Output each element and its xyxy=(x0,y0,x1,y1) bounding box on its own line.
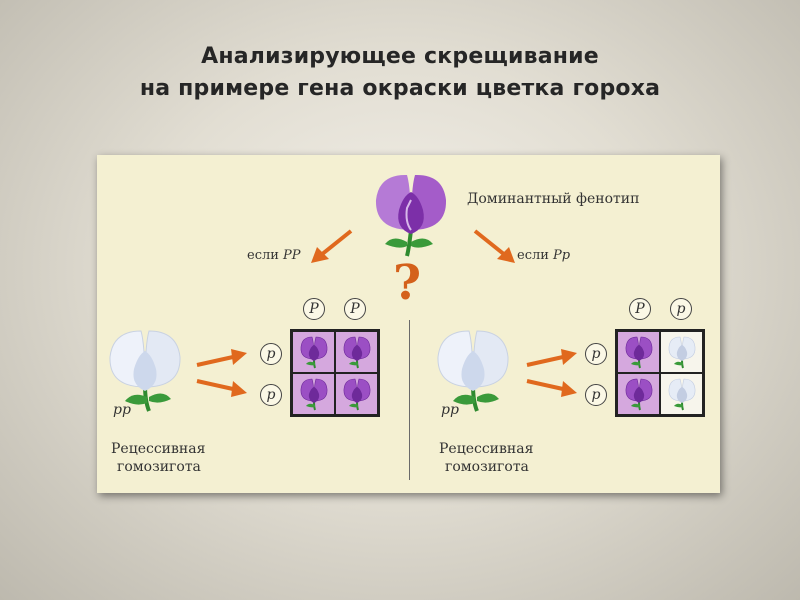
right-gamete-side-1: p xyxy=(585,343,607,365)
diagram-panel: Доминантный фенотип если PP если Pp ? pp… xyxy=(97,155,720,493)
purple-flower-icon xyxy=(343,336,370,369)
right-white-flower-icon xyxy=(437,330,509,412)
punnett-cell-purple xyxy=(617,373,660,415)
left-cross-arrow-1-icon xyxy=(196,349,247,367)
purple-flower-icon xyxy=(300,336,327,369)
question-mark: ? xyxy=(393,255,422,311)
left-parent-label-1: Рецессивная xyxy=(111,441,206,457)
title-line-2: на примере гена окраски цветка гороха xyxy=(139,76,661,101)
right-orange-arrow-icon xyxy=(473,229,515,263)
white-flower-icon xyxy=(668,378,695,411)
white-flower-icon xyxy=(668,336,695,369)
punnett-cell-white xyxy=(660,331,703,373)
left-gamete-side-2: p xyxy=(260,384,282,406)
purple-flower-icon xyxy=(625,378,652,411)
right-punnett-grid xyxy=(615,329,705,417)
purple-flower-icon xyxy=(343,378,370,411)
right-cross-arrow-2-icon xyxy=(526,379,577,397)
left-cross-arrow-2-icon xyxy=(196,379,247,397)
dominant-phenotype-label: Доминантный фенотип xyxy=(467,191,640,207)
right-cross-arrow-1-icon xyxy=(526,349,577,367)
left-gamete-top-1: P xyxy=(303,298,325,320)
left-gamete-top-2: P xyxy=(344,298,366,320)
left-parent-genotype: pp xyxy=(113,402,131,418)
punnett-cell-white xyxy=(660,373,703,415)
dominant-purple-flower-icon xyxy=(375,174,447,257)
right-parent-genotype: pp xyxy=(441,402,459,418)
punnett-cell-purple xyxy=(335,331,378,373)
left-orange-arrow-icon xyxy=(311,229,353,263)
punnett-cell-purple xyxy=(335,373,378,415)
left-condition-label: если PP xyxy=(247,248,301,263)
punnett-cell-purple xyxy=(617,331,660,373)
right-gamete-top-2: p xyxy=(670,298,692,320)
left-punnett-grid xyxy=(290,329,380,417)
right-parent-label-1: Рецессивная xyxy=(439,441,534,457)
purple-flower-icon xyxy=(300,378,327,411)
purple-flower-icon xyxy=(625,336,652,369)
punnett-cell-purple xyxy=(292,373,335,415)
vertical-divider xyxy=(409,320,410,480)
right-gamete-side-2: p xyxy=(585,384,607,406)
right-parent-label-2: гомозигота xyxy=(445,459,529,475)
right-gamete-top-1: P xyxy=(629,298,651,320)
right-condition-label: если Pp xyxy=(517,248,571,263)
title-line-1: Анализирующее скрещивание xyxy=(201,44,599,69)
left-gamete-side-1: p xyxy=(260,343,282,365)
left-white-flower-icon xyxy=(109,330,181,412)
punnett-cell-purple xyxy=(292,331,335,373)
left-parent-label-2: гомозигота xyxy=(117,459,201,475)
